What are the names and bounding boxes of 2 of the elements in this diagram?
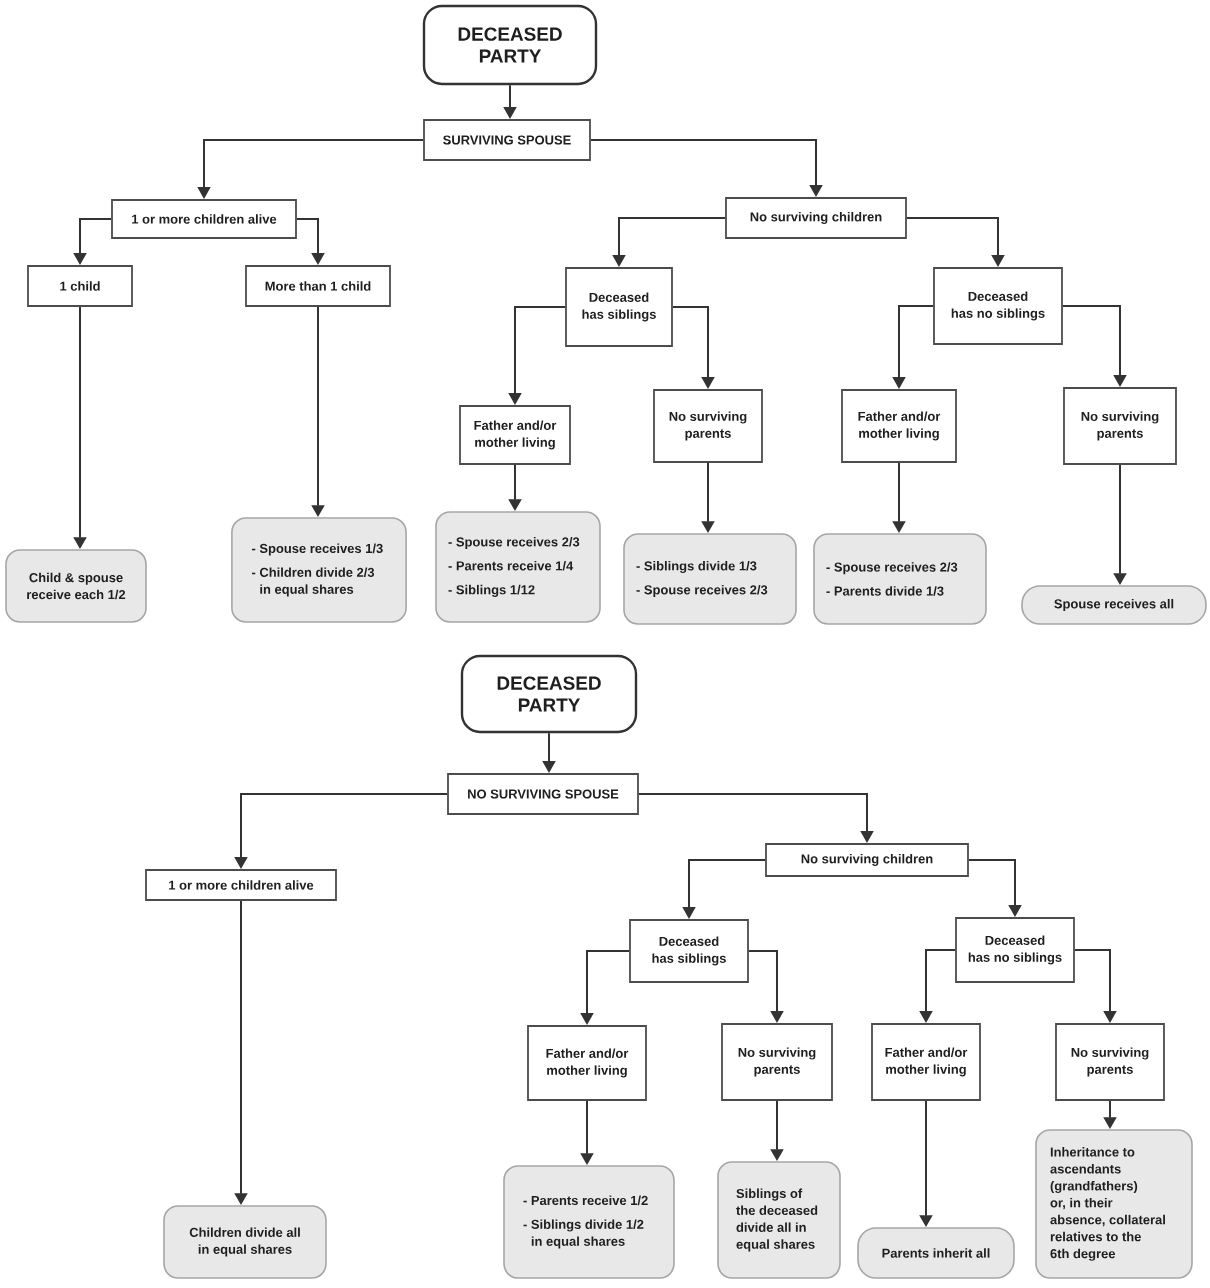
start-box: DECEASED PARTY xyxy=(460,654,638,734)
start-box: DECEASED PARTY xyxy=(422,4,598,86)
